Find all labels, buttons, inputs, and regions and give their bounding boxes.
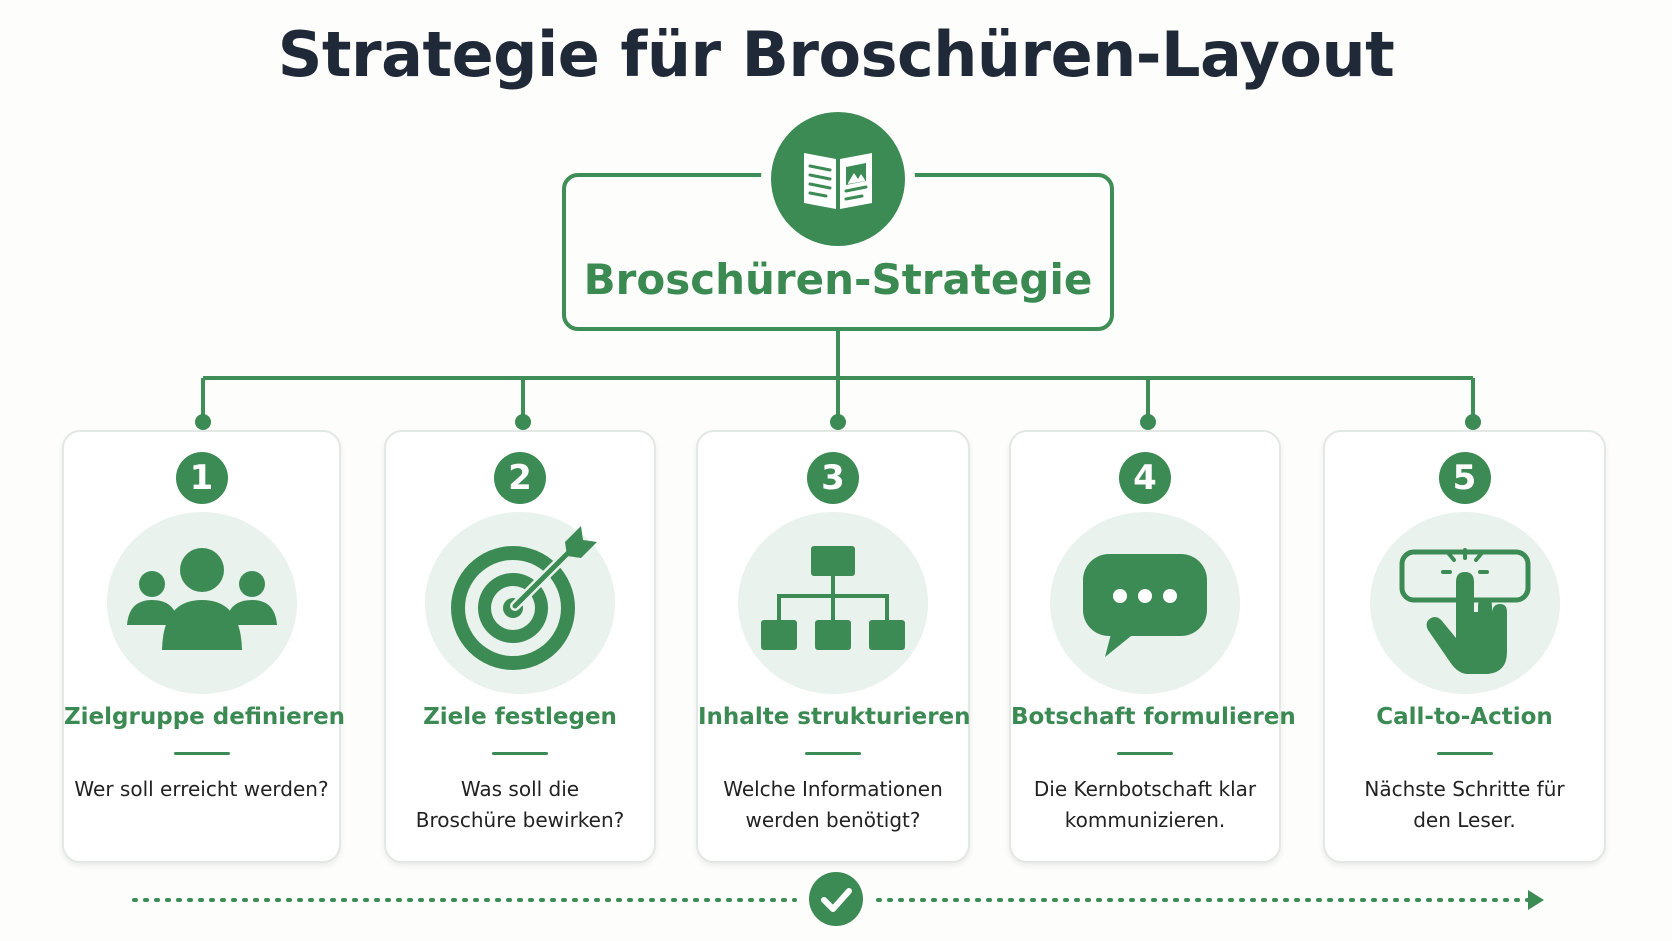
step-description: Die Kernbotschaft klar kommunizieren.	[1019, 774, 1271, 836]
step-number-badge: 5	[1438, 452, 1491, 504]
title-divider	[492, 752, 548, 755]
chat-bubble-icon	[1050, 512, 1240, 694]
step-title: Ziele festlegen	[423, 704, 617, 730]
step-description-line: Die Kernbotschaft klar	[1033, 777, 1257, 801]
checkmark-icon	[809, 872, 863, 926]
page-title: Strategie für Broschüren-Layout	[277, 18, 1395, 91]
click-hand-icon	[1369, 512, 1560, 694]
step-description: Welche Informationen werden benötigt?	[706, 774, 960, 836]
step-description-line: kommunizieren.	[1064, 808, 1226, 832]
step-card-3: 3 Inhalte strukturieren Welche Informati…	[696, 430, 971, 863]
step-card-4: 4 Botschaft formulieren Die Kernbotschaf…	[1009, 430, 1296, 863]
title-divider	[173, 752, 230, 755]
step-number-badge: 3	[807, 452, 859, 504]
step-description-line: Welche Informationen	[723, 777, 943, 801]
brochure-icon	[771, 112, 905, 246]
step-title: Zielgruppe definieren	[64, 704, 346, 730]
step-description-line: werden benötigt?	[745, 808, 921, 832]
step-title: Call-to-Action	[1376, 704, 1553, 730]
step-description-line: den Leser.	[1413, 808, 1516, 832]
step-description: Wer soll erreicht werden?	[72, 774, 331, 805]
step-card-1: 1 Zielgruppe definieren Wer soll erreich…	[62, 430, 346, 863]
center-node-label: Broschüren-Strategie	[583, 255, 1093, 304]
step-description: Nächste Schritte für den Leser.	[1333, 774, 1596, 836]
step-number-badge: 4	[1119, 452, 1171, 504]
step-number-badge: 2	[494, 452, 546, 504]
target-arrow-icon	[425, 512, 615, 694]
step-description-line: Nächste Schritte für	[1364, 777, 1565, 801]
title-divider	[1117, 752, 1173, 755]
title-divider	[805, 752, 861, 755]
step-description-line: Wer soll erreicht werden?	[74, 777, 329, 801]
title-divider	[1436, 752, 1493, 755]
step-description-line: Broschüre bewirken?	[415, 808, 625, 832]
step-description-line: Was soll die	[460, 777, 580, 801]
step-card-2: 2 Ziele festlegen Was soll die Broschüre…	[384, 430, 656, 863]
step-title: Botschaft formulieren	[1011, 704, 1296, 730]
step-card-5: 5 Call-to-Action Nächste Schritte für de…	[1323, 430, 1606, 863]
hierarchy-icon	[738, 512, 928, 694]
step-title: Inhalte strukturieren	[698, 704, 971, 730]
people-group-icon	[106, 512, 297, 694]
step-description: Was soll die Broschüre bewirken?	[394, 774, 646, 836]
step-number-badge: 1	[175, 452, 228, 504]
